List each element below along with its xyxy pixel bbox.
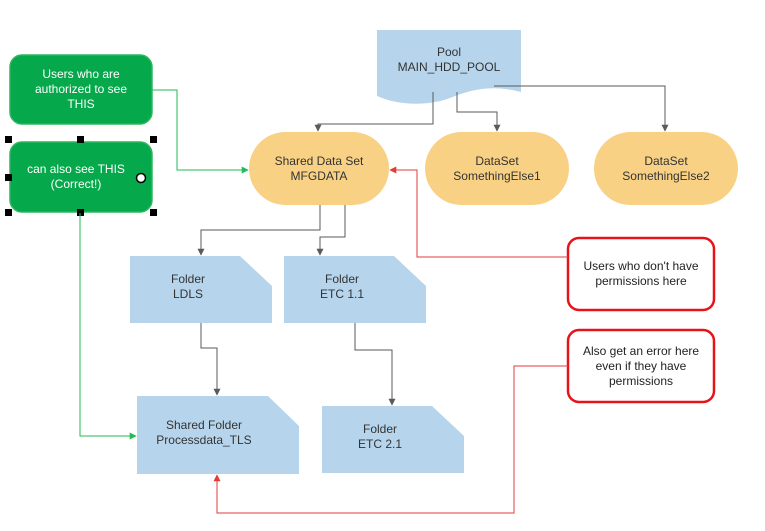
connection-point-handle[interactable] [135, 172, 147, 184]
pool-shape[interactable] [377, 30, 521, 104]
red-connector-to-shared-data-set [389, 166, 568, 258]
dataset-2-shape[interactable] [594, 132, 738, 205]
connector-folder-ldls-to-shared-folder [200, 323, 221, 396]
connector-pool-to-dataset-1 [456, 92, 501, 132]
folder-ldls-shape[interactable] [130, 256, 272, 323]
connector-shared-data-set-to-folder-ldls [197, 205, 321, 256]
error-callout-shape[interactable] [566, 328, 716, 404]
connector-shared-data-set-to-folder-etc11 [316, 205, 346, 256]
no-permissions-callout-shape[interactable] [566, 236, 716, 312]
dataset-1-shape[interactable] [425, 132, 569, 205]
connector-pool-to-shared-data-set [314, 92, 434, 132]
green-connector-to-shared-folder [79, 213, 137, 440]
connector-pool-to-dataset-2 [494, 85, 669, 132]
folder-etc21-shape[interactable] [322, 406, 464, 473]
shared-data-set-shape[interactable] [249, 132, 389, 205]
connector-folder-etc11-to-folder-etc21 [354, 323, 396, 406]
selection-handles[interactable] [5, 136, 157, 216]
green-connector-to-shared-data-set [152, 89, 249, 174]
red-connector-to-shared-folder [213, 365, 568, 514]
shared-folder-shape[interactable] [137, 396, 299, 474]
users-authorized-shape[interactable] [9, 54, 153, 125]
folder-etc11-shape[interactable] [284, 256, 426, 323]
can-also-see-shape[interactable] [9, 141, 153, 213]
